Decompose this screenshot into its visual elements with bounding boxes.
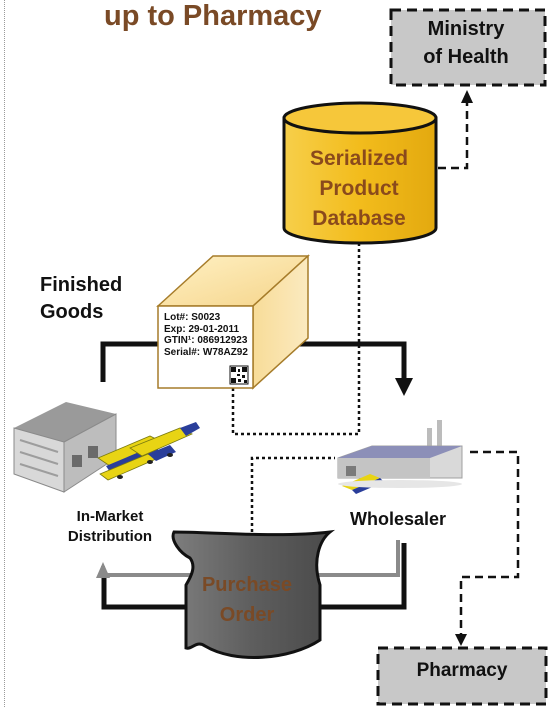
po-gray-arrowhead — [96, 562, 110, 578]
product-lot-text: Lot#: S0023 — [164, 312, 221, 323]
product-serial-text: Serial#: W78AZ92 — [164, 346, 248, 358]
page-title: up to Pharmacy — [104, 0, 322, 32]
in-market-line2: Distribution — [67, 528, 153, 545]
ministry-box — [389, 8, 547, 87]
warehouse-icon — [13, 402, 200, 493]
purchase-order-line2: Order — [219, 604, 275, 626]
database-cylinder-icon — [282, 101, 438, 245]
finished-goods-label: Finished Goods — [40, 272, 160, 326]
in-market-line1: In-Market — [76, 508, 144, 525]
db-dotted-connector — [231, 243, 361, 436]
pharmacy-box — [376, 646, 548, 706]
ministry-label: Ministry of Health — [386, 15, 546, 71]
database-label-line2: Product — [319, 177, 399, 200]
ministry-arrowhead — [461, 90, 473, 103]
product-label-card: Lot#: S0023 Exp: 29-01-2011 GTIN¹: 08691… — [164, 312, 248, 358]
database-label: Serialized Product Database — [279, 144, 439, 234]
page-edge-line — [4, 0, 5, 707]
qr-code-icon — [229, 365, 249, 385]
wholesaler-building-icon — [337, 420, 463, 494]
db-to-ministry-arrow — [438, 102, 469, 170]
ministry-label-line2: of Health — [423, 46, 509, 68]
purchase-order-label: Purchase Order — [172, 570, 322, 630]
po-to-wholesaler-dotted-connector — [250, 456, 335, 550]
purchase-order-line1: Purchase — [201, 574, 293, 596]
database-label-line3: Database — [312, 207, 406, 230]
database-label-line1: Serialized — [309, 147, 409, 170]
pharmacy-label: Pharmacy — [416, 660, 508, 681]
wholesaler-label: Wholesaler — [349, 509, 447, 529]
wholesaler-to-pharmacy-arrow — [459, 450, 520, 637]
wholesaler-arrowhead — [395, 378, 413, 396]
finished-goods-line1: Finished — [40, 274, 123, 296]
product-exp-text: Exp: 29-01-2011 — [164, 323, 240, 335]
product-gtin-text: GTIN¹: 086912923 — [164, 335, 248, 346]
finished-goods-line2: Goods — [40, 301, 104, 323]
pharmacy-arrowhead — [455, 634, 467, 646]
document-icon — [171, 529, 336, 659]
ministry-label-line1: Ministry — [427, 18, 505, 40]
in-market-label: In-Market Distribution — [30, 507, 190, 547]
